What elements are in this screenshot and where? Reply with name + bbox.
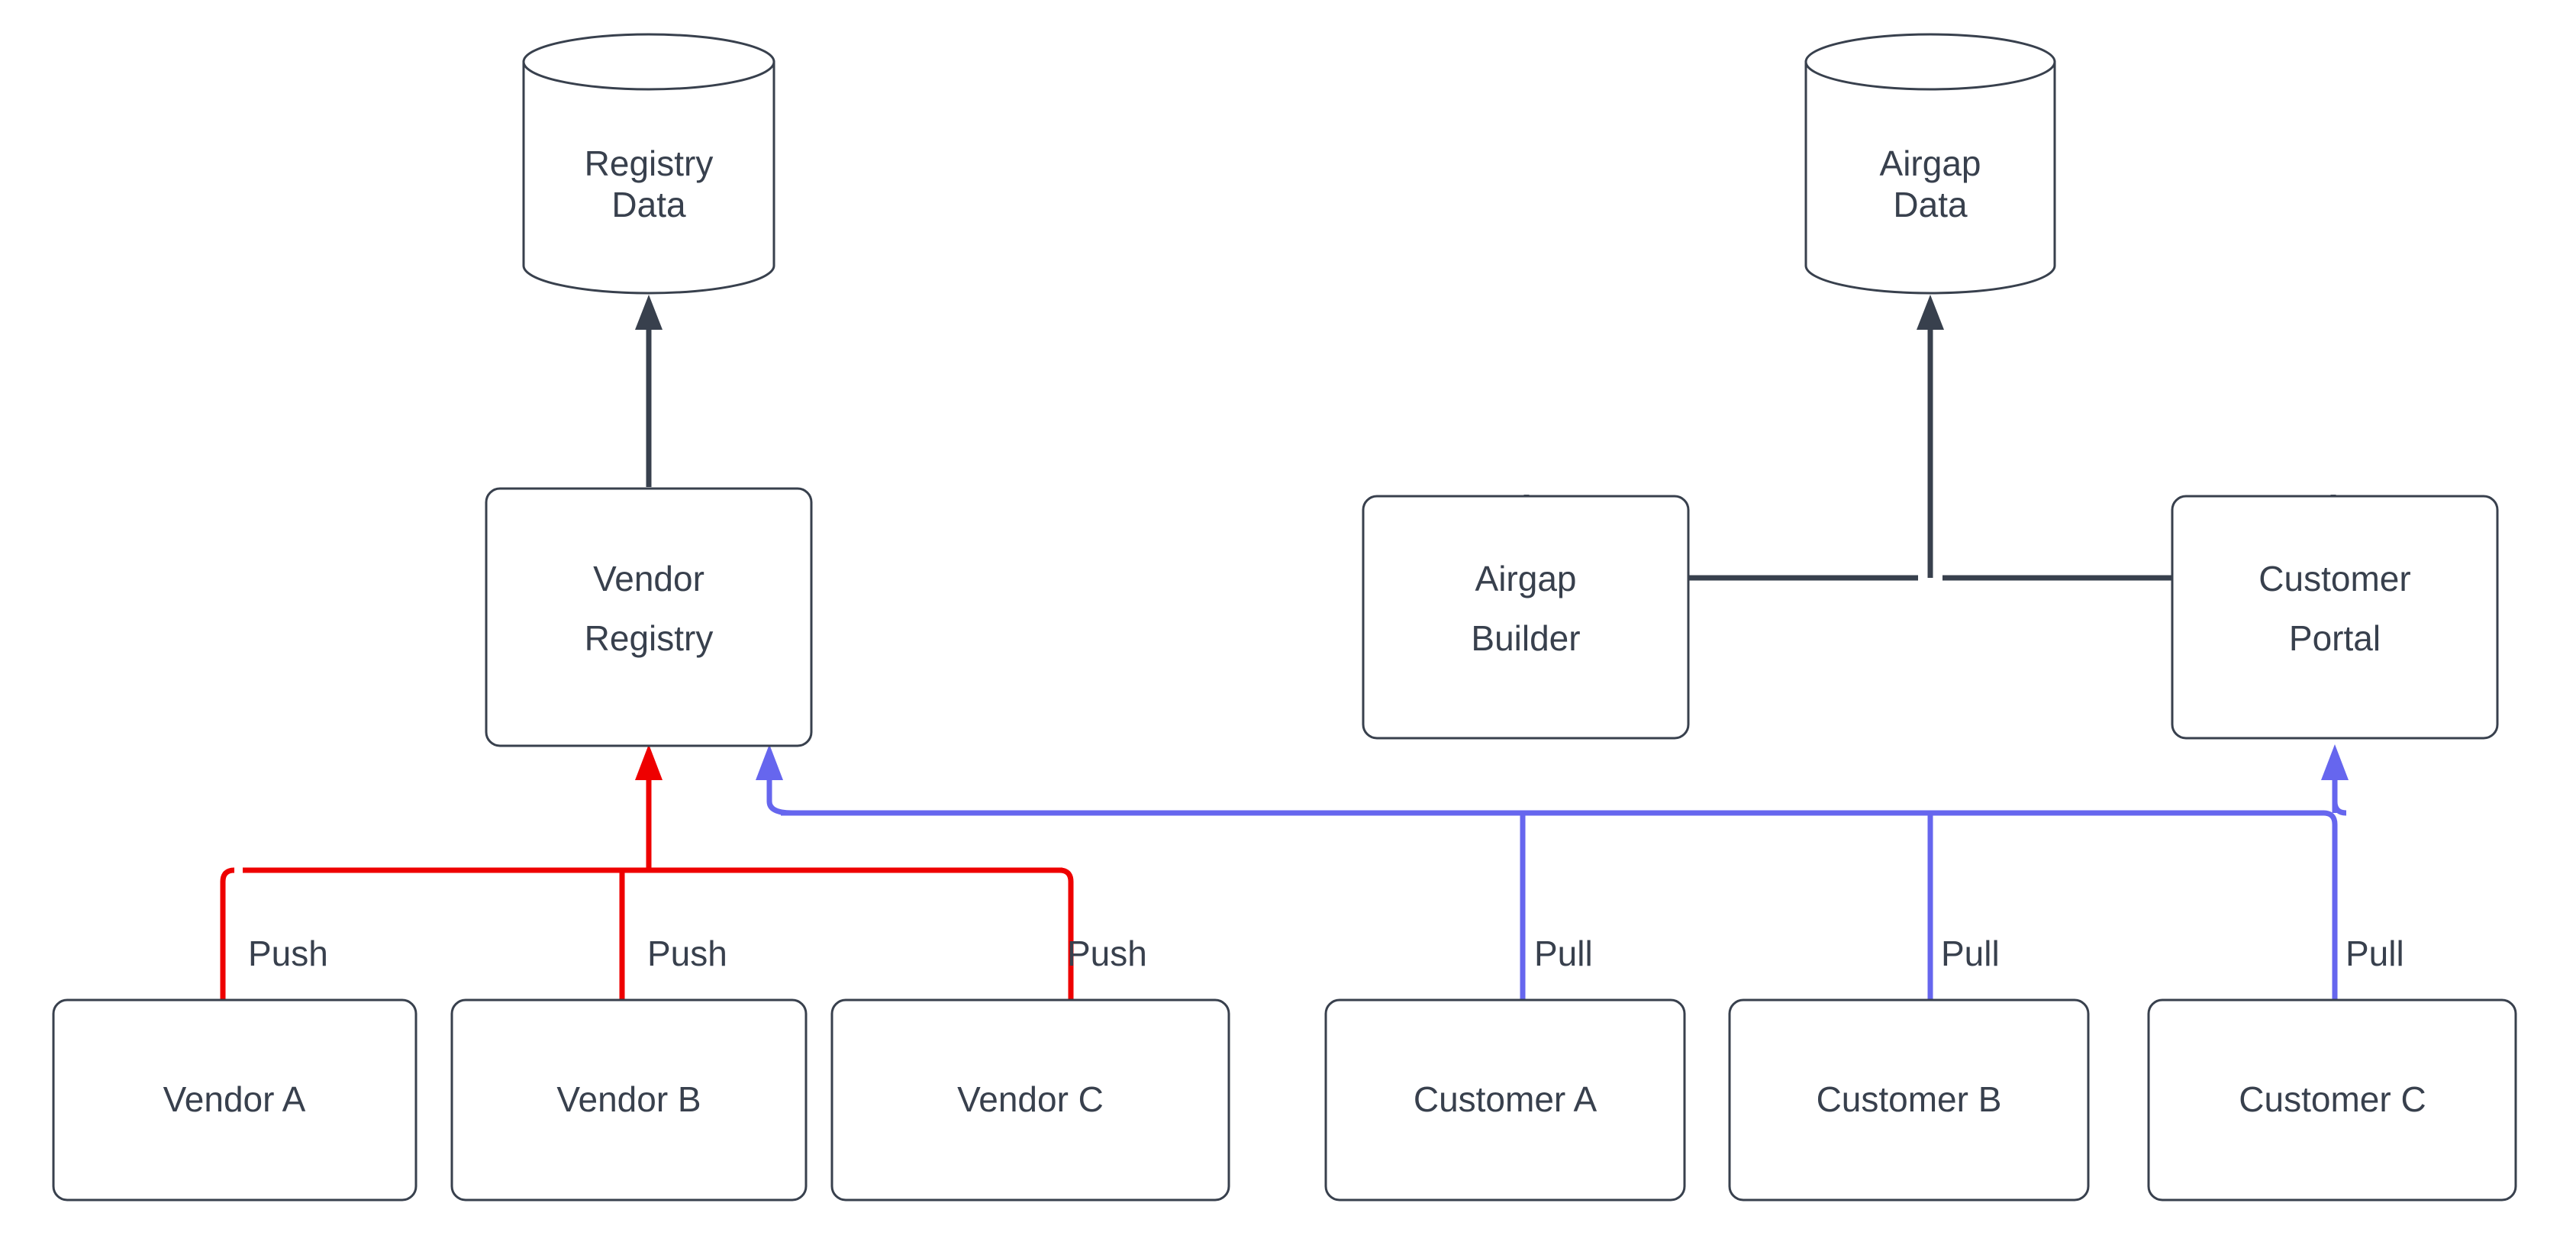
edge-airgap-data-riser (1917, 295, 1944, 578)
node-box (1362, 495, 1690, 740)
node-vendor-b[interactable]: Vendor B (450, 998, 808, 1202)
node-label-line2: Builder (1471, 618, 1580, 658)
edge-label-push-vendor-b: Push (647, 934, 727, 973)
node-airgap-builder[interactable]: Airgap Builder (1362, 495, 1690, 740)
node-box (485, 487, 813, 747)
node-label: Vendor B (556, 1079, 701, 1119)
node-box (1728, 998, 2090, 1202)
cylinder-top (1804, 33, 2056, 91)
node-box (450, 998, 808, 1202)
node-label: Vendor A (163, 1079, 306, 1119)
edge-line (766, 766, 793, 816)
node-label: Customer C (2239, 1079, 2426, 1119)
node-label-line2: Portal (2289, 618, 2381, 658)
node-label-line1: Registry (585, 144, 714, 183)
node-label-line2: Data (1893, 185, 1968, 224)
arrowhead-icon (635, 744, 663, 780)
node-box (2171, 495, 2499, 740)
node-label-line1: Vendor (593, 559, 704, 598)
node-registry-data[interactable]: Registry Data (522, 33, 775, 295)
node-box (1324, 998, 1686, 1202)
node-airgap-data[interactable]: Airgap Data (1804, 33, 2056, 295)
edge-vendor-registry-to-registry-data (635, 295, 663, 487)
node-label-line2: Registry (585, 618, 714, 658)
edge-label-pull-customer-c: Pull (2345, 934, 2404, 973)
node-vendor-a[interactable]: Vendor A (52, 998, 418, 1202)
edge-line (220, 867, 235, 1000)
node-customer-b[interactable]: Customer B (1728, 998, 2090, 1202)
edge-label-push-vendor-a: Push (248, 934, 328, 973)
node-label-line1: Airgap (1880, 144, 1981, 183)
node-label-line1: Customer (2258, 559, 2410, 598)
edge-label-push-vendor-c: Push (1067, 934, 1147, 973)
node-vendor-registry[interactable]: Vendor Registry (485, 487, 813, 747)
edge-line (2323, 810, 2338, 825)
node-label-line2: Data (611, 185, 686, 224)
node-customer-portal[interactable]: Customer Portal (2171, 495, 2499, 740)
arrowhead-icon (635, 295, 663, 330)
node-label-line1: Airgap (1475, 559, 1577, 598)
node-label: Customer B (1817, 1079, 2002, 1119)
cylinder-body (522, 60, 775, 295)
edge-push-bus (220, 744, 1074, 1000)
node-box (52, 998, 418, 1202)
arrowhead-icon (1917, 295, 1944, 330)
node-customer-a[interactable]: Customer A (1324, 998, 1686, 1202)
arrowhead-icon (2321, 744, 2349, 780)
node-vendor-c[interactable]: Vendor C (830, 998, 1230, 1202)
edge-label-pull-customer-b: Pull (1941, 934, 2000, 973)
node-label: Customer A (1414, 1079, 1598, 1119)
node-box (2147, 998, 2517, 1202)
cylinder-top (522, 33, 775, 91)
arrowhead-icon (756, 744, 783, 780)
edge-line (1059, 867, 1074, 1000)
edge-label-pull-customer-a: Pull (1534, 934, 1593, 973)
cylinder-body (1804, 60, 2056, 295)
edge-pull-bus (756, 744, 2349, 1000)
node-customer-c[interactable]: Customer C (2147, 998, 2517, 1202)
node-label: Vendor C (957, 1079, 1104, 1119)
node-box (830, 998, 1230, 1202)
